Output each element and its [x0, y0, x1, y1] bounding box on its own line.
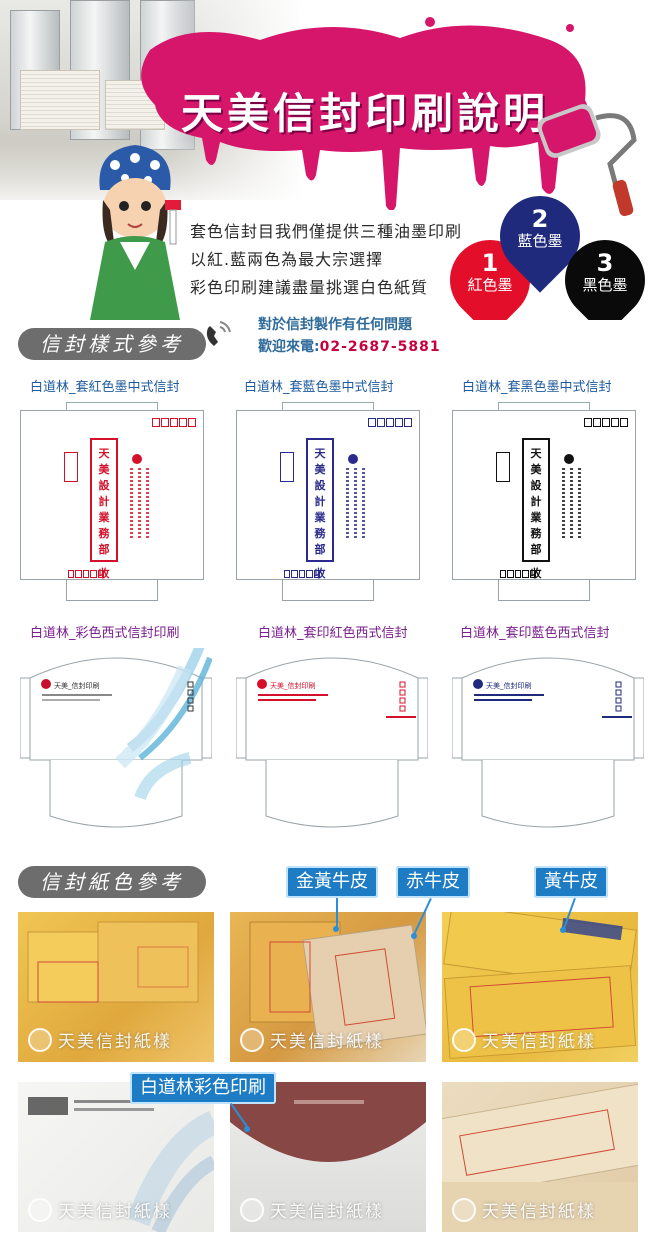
phone-number[interactable]: 02-2687-5881 — [319, 339, 441, 355]
contact-line-1: 對於信封製作有任何問題 — [258, 317, 412, 333]
photo-brown-flap: 天美信封紙樣 — [230, 1082, 426, 1232]
phone-icon — [206, 321, 231, 346]
envelope-western-color: 天美_信封印刷 — [20, 648, 212, 828]
section-title-styles: 信封樣式參考 — [18, 328, 206, 360]
company-name: 天美_信封印刷 — [486, 681, 532, 690]
contact-info: 對於信封製作有任何問題 歡迎來電:02-2687-5881 — [200, 310, 440, 360]
mascot-illustration — [90, 145, 181, 320]
tag-yellow-kraft: 黃牛皮 — [534, 866, 608, 898]
envelope-chinese-red: 天美設計業務部收 — [20, 402, 204, 602]
paint-roller-icon — [537, 104, 637, 217]
caption-blue-chinese: 白道林_套藍色墨中式信封 — [244, 380, 394, 395]
paint-splash — [141, 17, 589, 210]
photo-pale-kraft: 天美信封紙樣 — [442, 1082, 638, 1232]
tag-red-kraft: 赤牛皮 — [396, 866, 470, 898]
caption-color-western: 白道林_彩色西式信封印刷 — [30, 626, 180, 641]
caption-blue-western: 白道林_套印藍色西式信封 — [460, 626, 610, 641]
envelope-chinese-black: 天美設計業務部收 — [452, 402, 636, 602]
hero-title: 天美信封印刷說明 — [180, 89, 549, 138]
photo-yellow-kraft-printed: 天美信封紙樣 — [442, 912, 638, 1062]
envelope-western-red: 天美_信封印刷 — [236, 657, 428, 828]
tag-white-color-print: 白道林彩色印刷 — [130, 1072, 276, 1104]
company-name: 天美_信封印刷 — [54, 681, 100, 690]
photo-white-color-print: 天美信封紙樣 — [18, 1082, 214, 1232]
hero-line-3: 彩色印刷建議盡量挑選白色紙質 — [190, 278, 429, 297]
section-title-paper: 信封紙色參考 — [18, 866, 206, 898]
tag-gold-kraft: 金黃牛皮 — [286, 866, 378, 898]
contact-line-2: 歡迎來電:02-2687-5881 — [258, 339, 441, 355]
recipient-box: 天美設計業務部收 — [90, 438, 118, 580]
envelope-chinese-blue: 天美設計業務部收 — [236, 402, 420, 602]
hero-banner: 天美信封印刷說明 套色信封目我們僅提供三種油墨印刷 以紅.藍兩色為最大宗選擇 彩… — [0, 0, 650, 320]
hero-line-2: 以紅.藍兩色為最大宗選擇 — [190, 250, 384, 269]
caption-black-chinese: 白道林_套黑色墨中式信封 — [462, 380, 612, 395]
caption-red-chinese: 白道林_套紅色墨中式信封 — [30, 380, 180, 395]
photo-yellow-envelopes: 天美信封紙樣 — [18, 912, 214, 1062]
recipient-box: 天美設計業務部收 — [522, 438, 550, 580]
company-name: 天美_信封印刷 — [270, 681, 316, 690]
caption-red-western: 白道林_套印紅色西式信封 — [258, 626, 408, 641]
photo-gold-red-kraft: 天美信封紙樣 — [230, 912, 426, 1062]
envelope-western-blue: 天美_信封印刷 — [452, 657, 644, 828]
hero-line-1: 套色信封目我們僅提供三種油墨印刷 — [190, 222, 463, 241]
recipient-box: 天美設計業務部收 — [306, 438, 334, 580]
